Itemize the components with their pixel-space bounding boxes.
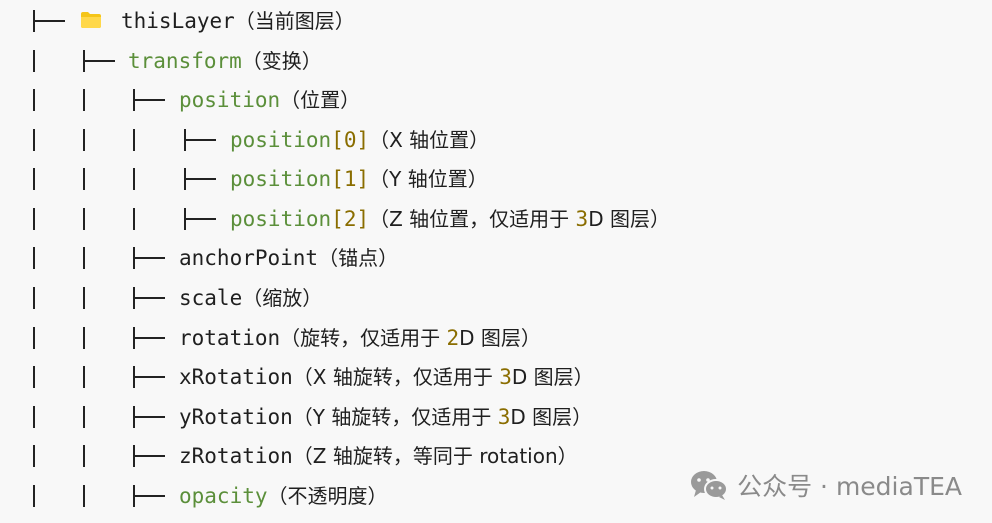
tree-guide [133,168,135,190]
tree-guide [83,485,85,507]
tree-guide [133,455,165,457]
tree-guide [33,366,35,388]
tree-node-label: position[1]（Y 轴位置） [230,167,488,191]
tree-node-label: scale（缩放） [179,286,323,310]
tree-node-label: position[2]（Z 轴位置，仅适用于 3D 图层） [230,207,670,231]
tree-guide [133,376,165,378]
tree-guide [133,495,165,497]
tree-guide [184,139,216,141]
tree-node-label: transform（变换） [128,49,322,73]
tree-guide [133,257,165,259]
tree-guide [83,366,85,388]
tree-guide [133,337,165,339]
tree-guide [33,445,35,467]
tree-guide [133,297,165,299]
tree-node-label: xRotation（X 轴旋转，仅适用于 3D 图层） [179,365,594,389]
tree-guide [133,129,135,151]
tree-guide [33,129,35,151]
tree-guide [133,99,165,101]
tree-node-label: position（位置） [179,88,361,112]
tree-node-label: yRotation（Y 轴旋转，仅适用于 3D 图层） [179,405,593,429]
tree-guide [33,89,35,111]
tree-guide [33,287,35,309]
watermark-text: 公众号 · mediaTEA [737,472,962,501]
tree-guide [33,247,35,269]
tree-guide [83,445,85,467]
tree-guide [33,168,35,190]
tree-guide [83,208,85,230]
tree-guide [83,287,85,309]
tree-guide [33,208,35,230]
tree-guide [33,50,35,72]
tree-guide [83,129,85,151]
watermark: 公众号 · mediaTEA [689,463,962,507]
tree-guide [33,327,35,349]
tree-guide [133,416,165,418]
tree-guide [83,60,115,62]
tree-guide [83,406,85,428]
tree-node-label: position[0]（X 轴位置） [230,128,490,152]
tree-node-label: thisLayer（当前图层） [121,9,355,33]
tree-guide [83,89,85,111]
tree-guide [83,168,85,190]
tree-node-label: opacity（不透明度） [179,484,388,508]
tree-node-label: anchorPoint（锚点） [179,246,399,270]
tree-node-label: zRotation（Z 轴旋转，等同于 rotation） [179,444,578,468]
wechat-icon [691,471,729,500]
tree-node-label: rotation（旋转，仅适用于 2D 图层） [179,326,541,350]
tree-guide [83,247,85,269]
tree-guide [184,178,216,180]
tree-guide [133,208,135,230]
tree-guide [83,327,85,349]
folder-icon [81,12,101,28]
tree-guide [184,218,216,220]
tree-guide [33,20,65,22]
tree-guide [33,485,35,507]
tree-guide [33,406,35,428]
